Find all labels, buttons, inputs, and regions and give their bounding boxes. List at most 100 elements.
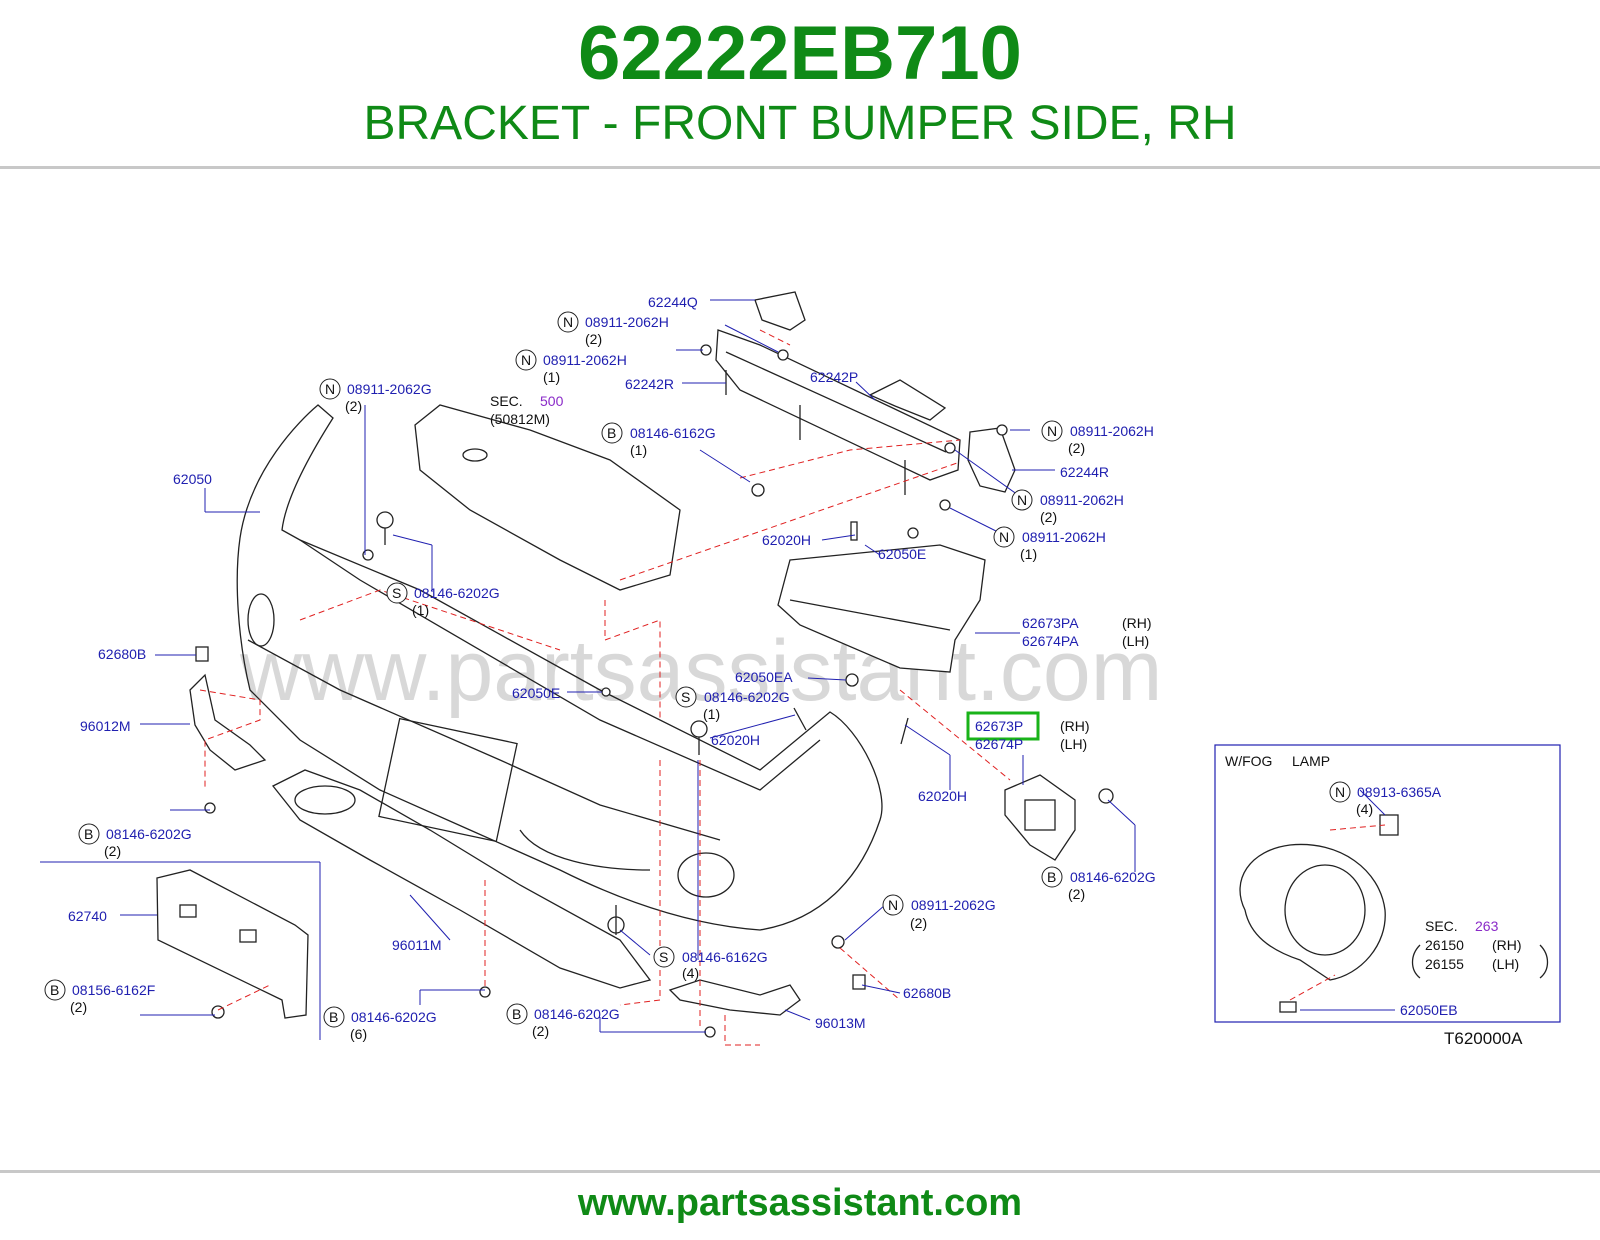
svg-text:(RH): (RH) — [1122, 615, 1152, 631]
label-62050e-b[interactable]: 62050E — [512, 685, 560, 701]
svg-text:S: S — [681, 689, 690, 705]
page-header: 62222EB710 BRACKET - FRONT BUMPER SIDE, … — [0, 0, 1600, 168]
fog-lamp-assembly — [1239, 814, 1399, 1013]
label-62020h-b[interactable]: 62020H — [711, 732, 760, 748]
inset-title-wfog: W/FOG — [1225, 753, 1272, 769]
svg-text:B: B — [84, 826, 93, 842]
label-62673pa[interactable]: 62673PA — [1022, 615, 1079, 631]
label-08911-2062g-g[interactable]: 08911-2062G — [911, 897, 996, 913]
svg-text:N: N — [325, 381, 335, 397]
part-number-title: 62222EB710 — [578, 11, 1022, 96]
label-62050e-a[interactable]: 62050E — [878, 546, 926, 562]
label-08146-6202g-b[interactable]: 08146-6202G — [414, 585, 500, 601]
label-08913-6365a[interactable]: 08913-6365A — [1357, 784, 1442, 800]
label-08911-2062g-a[interactable]: 08911-2062G — [347, 381, 432, 397]
sec-500-link[interactable]: 500 — [540, 393, 564, 409]
label-08911-2062h-e[interactable]: 08911-2062H — [1040, 492, 1124, 508]
label-08146-6202g-d[interactable]: 08146-6202G — [106, 826, 192, 842]
label-08911-2062h-d[interactable]: 08911-2062H — [1070, 423, 1154, 439]
label-08911-2062h-f[interactable]: 08911-2062H — [1022, 529, 1106, 545]
label-62242r[interactable]: 62242R — [625, 376, 674, 392]
label-62244q[interactable]: 62244Q — [648, 294, 698, 310]
side-bracket-62673pa — [777, 544, 986, 673]
svg-text:N: N — [999, 529, 1009, 545]
svg-text:(2): (2) — [104, 843, 121, 859]
leader-lines — [40, 299, 1395, 1040]
svg-text:N: N — [888, 897, 898, 913]
svg-text:(LH): (LH) — [1060, 736, 1087, 752]
clip-62050eb — [1279, 1001, 1297, 1013]
label-62740[interactable]: 62740 — [68, 908, 107, 924]
label-26155[interactable]: 26155 — [1425, 956, 1464, 972]
fog-lamp-inset-frame — [1214, 744, 1561, 1023]
svg-text:S: S — [392, 585, 401, 601]
bumper-reinforcement-beam — [715, 329, 961, 495]
label-96011m[interactable]: 96011M — [392, 937, 442, 953]
svg-text:(1): (1) — [543, 369, 560, 385]
label-62244r[interactable]: 62244R — [1060, 464, 1109, 480]
label-08156-6162f[interactable]: 08156-6162F — [72, 982, 155, 998]
bracket-62244r — [967, 427, 1016, 493]
svg-text:B: B — [50, 982, 59, 998]
svg-text:(2): (2) — [532, 1023, 549, 1039]
svg-text:(2): (2) — [1068, 886, 1085, 902]
callout-labels: 62244Q N 08911-2062H (2) N 08911-2062H (… — [44, 294, 1523, 1048]
label-62020h-a[interactable]: 62020H — [762, 532, 811, 548]
front-bumper-fascia — [236, 404, 883, 931]
label-08146-6162g-f[interactable]: 08146-6162G — [682, 949, 768, 965]
label-62050[interactable]: 62050 — [173, 471, 212, 487]
label-62680b-a[interactable]: 62680B — [98, 646, 146, 662]
label-62020h-c[interactable]: 62020H — [918, 788, 967, 804]
svg-text:(4): (4) — [1356, 801, 1373, 817]
label-62242p[interactable]: 62242P — [810, 369, 858, 385]
svg-text:N: N — [1017, 492, 1027, 508]
lower-grille-96011m — [271, 769, 652, 989]
svg-text:B: B — [1047, 869, 1056, 885]
engine-undercover — [414, 404, 681, 591]
fasteners — [195, 344, 1114, 1038]
svg-text:(2): (2) — [910, 915, 927, 931]
label-08146-6202g-c[interactable]: 08146-6202G — [704, 689, 790, 705]
label-96013m[interactable]: 96013M — [815, 1015, 866, 1031]
svg-text:B: B — [329, 1009, 338, 1025]
svg-text:(2): (2) — [345, 398, 362, 414]
sec-500-ref: (50812M) — [490, 411, 550, 427]
svg-text:(1): (1) — [412, 602, 429, 618]
svg-text:N: N — [563, 314, 573, 330]
footer-divider — [0, 1170, 1600, 1173]
header-divider — [0, 166, 1600, 169]
label-08146-6202g-g[interactable]: 08146-6202G — [351, 1009, 437, 1025]
svg-text:(1): (1) — [703, 706, 720, 722]
svg-text:S: S — [659, 949, 668, 965]
sec-263-label: SEC. — [1425, 918, 1458, 934]
part-description: BRACKET - FRONT BUMPER SIDE, RH — [363, 97, 1237, 150]
svg-text:N: N — [1335, 784, 1345, 800]
bracket-96013m — [668, 979, 801, 1016]
label-62050ea[interactable]: 62050EA — [735, 669, 793, 685]
watermark-text: www.partsassistant.com — [239, 623, 1162, 719]
svg-text:(2): (2) — [70, 999, 87, 1015]
footer-website-link[interactable]: www.partsassistant.com — [577, 1182, 1023, 1224]
license-plate-bracket — [156, 869, 309, 1019]
label-08146-6202g-h[interactable]: 08146-6202G — [534, 1006, 620, 1022]
svg-text:(6): (6) — [350, 1026, 367, 1042]
label-62673p[interactable]: 62673P — [975, 718, 1023, 734]
side-bracket-62673p — [1004, 774, 1076, 861]
label-62680b-b[interactable]: 62680B — [903, 985, 951, 1001]
svg-text:(2): (2) — [1040, 509, 1057, 525]
label-26150[interactable]: 26150 — [1425, 937, 1464, 953]
label-08911-2062h-a[interactable]: 08911-2062H — [585, 314, 669, 330]
svg-text:B: B — [512, 1006, 521, 1022]
label-96012m[interactable]: 96012M — [80, 718, 131, 734]
label-62674p[interactable]: 62674P — [975, 736, 1023, 752]
diagram-code: T620000A — [1444, 1029, 1523, 1048]
svg-text:(2): (2) — [585, 331, 602, 347]
label-62674pa[interactable]: 62674PA — [1022, 633, 1079, 649]
label-08911-2062h-b[interactable]: 08911-2062H — [543, 352, 627, 368]
label-62050eb[interactable]: 62050EB — [1400, 1002, 1458, 1018]
label-08146-6202g-e[interactable]: 08146-6202G — [1070, 869, 1156, 885]
label-08146-6162g-a[interactable]: 08146-6162G — [630, 425, 716, 441]
sec-263-link[interactable]: 263 — [1475, 918, 1499, 934]
svg-text:(1): (1) — [630, 442, 647, 458]
